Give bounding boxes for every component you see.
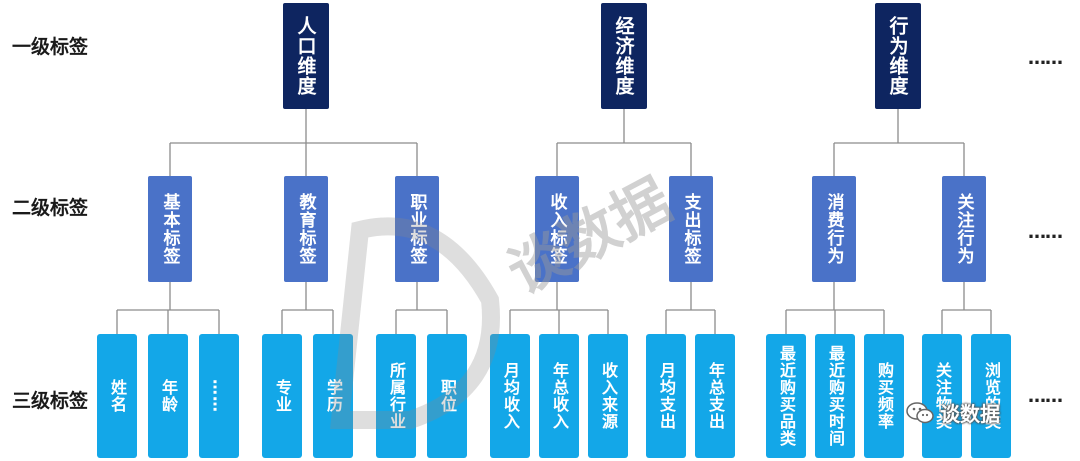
level1-node: 人口维度: [283, 3, 329, 109]
level3-node-label: ……: [209, 379, 229, 413]
row-label-level2: 二级标签: [12, 197, 89, 219]
level3-node-label: 姓名: [108, 379, 127, 413]
level3-node: 姓名: [97, 334, 137, 458]
level3-node: 学历: [313, 334, 353, 458]
level3-node-label: 收入来源: [599, 362, 618, 430]
level2-node-label: 基本标签: [159, 193, 180, 265]
level3-node: 年龄: [148, 334, 188, 458]
ellipsis-level2: ……: [1028, 222, 1063, 243]
level2-node-label: 教育标签: [295, 193, 316, 265]
level3-node-label: 最近购买时间: [826, 345, 845, 447]
level3-node: 最近购买品类: [766, 334, 806, 458]
level3-node: 年总收入: [539, 334, 579, 458]
level3-node-label: 月均支出: [657, 362, 676, 430]
level3-node-label: 年龄: [159, 379, 178, 413]
level2-node-label: 收入标签: [546, 193, 567, 265]
level3-node-label: 浏览的类: [982, 362, 1001, 430]
level1-node: 经济维度: [601, 3, 647, 109]
level2-node: 收入标签: [535, 176, 579, 282]
level3-node: 年总支出: [695, 334, 735, 458]
level2-node: 职业标签: [395, 176, 439, 282]
level2-node: 教育标签: [284, 176, 328, 282]
level1-node-label: 经济维度: [612, 16, 635, 96]
level3-node-label: 学历: [324, 379, 343, 413]
level3-node: 专业: [262, 334, 302, 458]
level3-node-label: 所属行业: [387, 362, 406, 430]
level3-node: 月均收入: [490, 334, 530, 458]
level1-node-label: 人口维度: [294, 16, 317, 96]
ellipsis-level1: ……: [1028, 48, 1063, 69]
level3-node: 浏览的类: [971, 334, 1011, 458]
level2-node-label: 支出标签: [680, 193, 701, 265]
level3-node-label: 专业: [273, 379, 292, 413]
level1-node: 行为维度: [875, 3, 921, 109]
level2-node-label: 关注行为: [953, 193, 974, 265]
level3-node-label: 购买频率: [875, 362, 894, 430]
level3-node-label: 关注物类: [933, 362, 952, 430]
level2-node-label: 职业标签: [406, 193, 427, 265]
level2-node-label: 消费行为: [823, 193, 844, 265]
level3-node-label: 年总收入: [550, 362, 569, 430]
level3-node-label: 年总支出: [706, 362, 725, 430]
level3-node: 关注物类: [922, 334, 962, 458]
ellipsis-level3: ……: [1028, 386, 1063, 407]
row-label-level1: 一级标签: [12, 36, 89, 58]
level2-node: 支出标签: [669, 176, 713, 282]
level1-node-label: 行为维度: [886, 16, 909, 96]
level3-node: 购买频率: [864, 334, 904, 458]
level3-node-label: 职位: [438, 379, 457, 413]
row-label-level3: 三级标签: [12, 390, 89, 412]
level3-node-label: 最近购买品类: [777, 345, 796, 447]
level2-node: 基本标签: [148, 176, 192, 282]
level3-node: 最近购买时间: [815, 334, 855, 458]
level3-node: 职位: [427, 334, 467, 458]
level3-node: 月均支出: [646, 334, 686, 458]
wechat-icon: [906, 401, 934, 423]
level3-node: ……: [199, 334, 239, 458]
level3-node: 收入来源: [588, 334, 628, 458]
level2-node: 关注行为: [942, 176, 986, 282]
level3-node: 所属行业: [376, 334, 416, 458]
level2-node: 消费行为: [812, 176, 856, 282]
brand-logo: 谈数据: [906, 398, 1000, 427]
brand-text: 谈数据: [940, 402, 1000, 426]
level3-node-label: 月均收入: [501, 362, 520, 430]
